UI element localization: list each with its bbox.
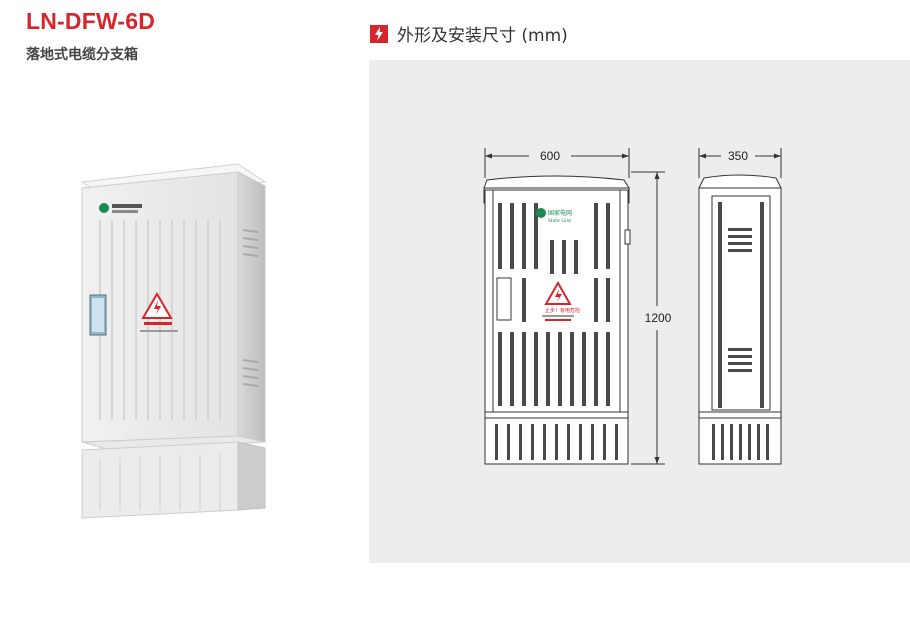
brand-en-label: State Grid: [548, 218, 571, 224]
dimension-drawing-panel: 国家电网 State Grid 止步！有电危险: [369, 60, 910, 563]
lightning-icon: [370, 24, 388, 43]
warning-label: 止步！有电危险: [545, 307, 580, 314]
model-subtitle: 落地式电缆分支箱: [26, 47, 138, 63]
dimension-width-label: 600: [540, 149, 560, 163]
dimension-height-label: 1200: [645, 311, 672, 325]
dim-width-bg: [529, 146, 571, 162]
brand-cn-label: 国家电网: [548, 209, 572, 217]
model-title: LN-DFW-6D: [26, 8, 156, 34]
product-photo: [60, 150, 300, 530]
brand-logo-icon: [99, 203, 109, 213]
section-title: 外形及安装尺寸 (mm): [397, 26, 568, 46]
brand-logo-icon: [536, 208, 546, 218]
dimension-depth-label: 350: [728, 149, 748, 163]
section-heading: 外形及安装尺寸 (mm): [370, 21, 568, 46]
dim-depth-bg: [721, 146, 755, 162]
side-view-drawing: [698, 174, 782, 465]
side-vents: [712, 202, 769, 460]
front-ribs: [495, 203, 618, 460]
